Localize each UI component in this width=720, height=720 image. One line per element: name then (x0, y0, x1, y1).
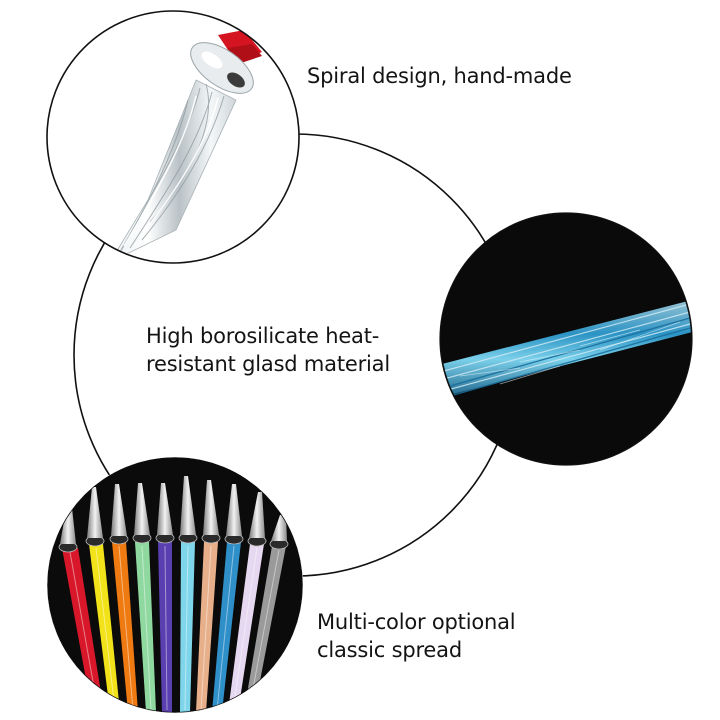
caption-borosilicate: High borosilicate heat- resistant glasd … (146, 322, 390, 378)
caption-line: Multi-color optional (317, 610, 516, 634)
pen-nibs (60, 476, 287, 544)
photo-blue-glass-rod (439, 212, 693, 466)
pen-bodies (62, 542, 286, 712)
photo-multicolor-set (46, 456, 304, 714)
caption-multicolor: Multi-color optional classic spread (317, 608, 516, 664)
caption-spiral-design: Spiral design, hand-made (307, 62, 572, 90)
caption-line: Spiral design, hand-made (307, 64, 572, 88)
caption-line: classic spread (317, 638, 462, 662)
photo-spiral-tip (46, 10, 300, 264)
caption-line: High borosilicate heat- (146, 324, 380, 348)
caption-line: resistant glasd material (146, 352, 390, 376)
